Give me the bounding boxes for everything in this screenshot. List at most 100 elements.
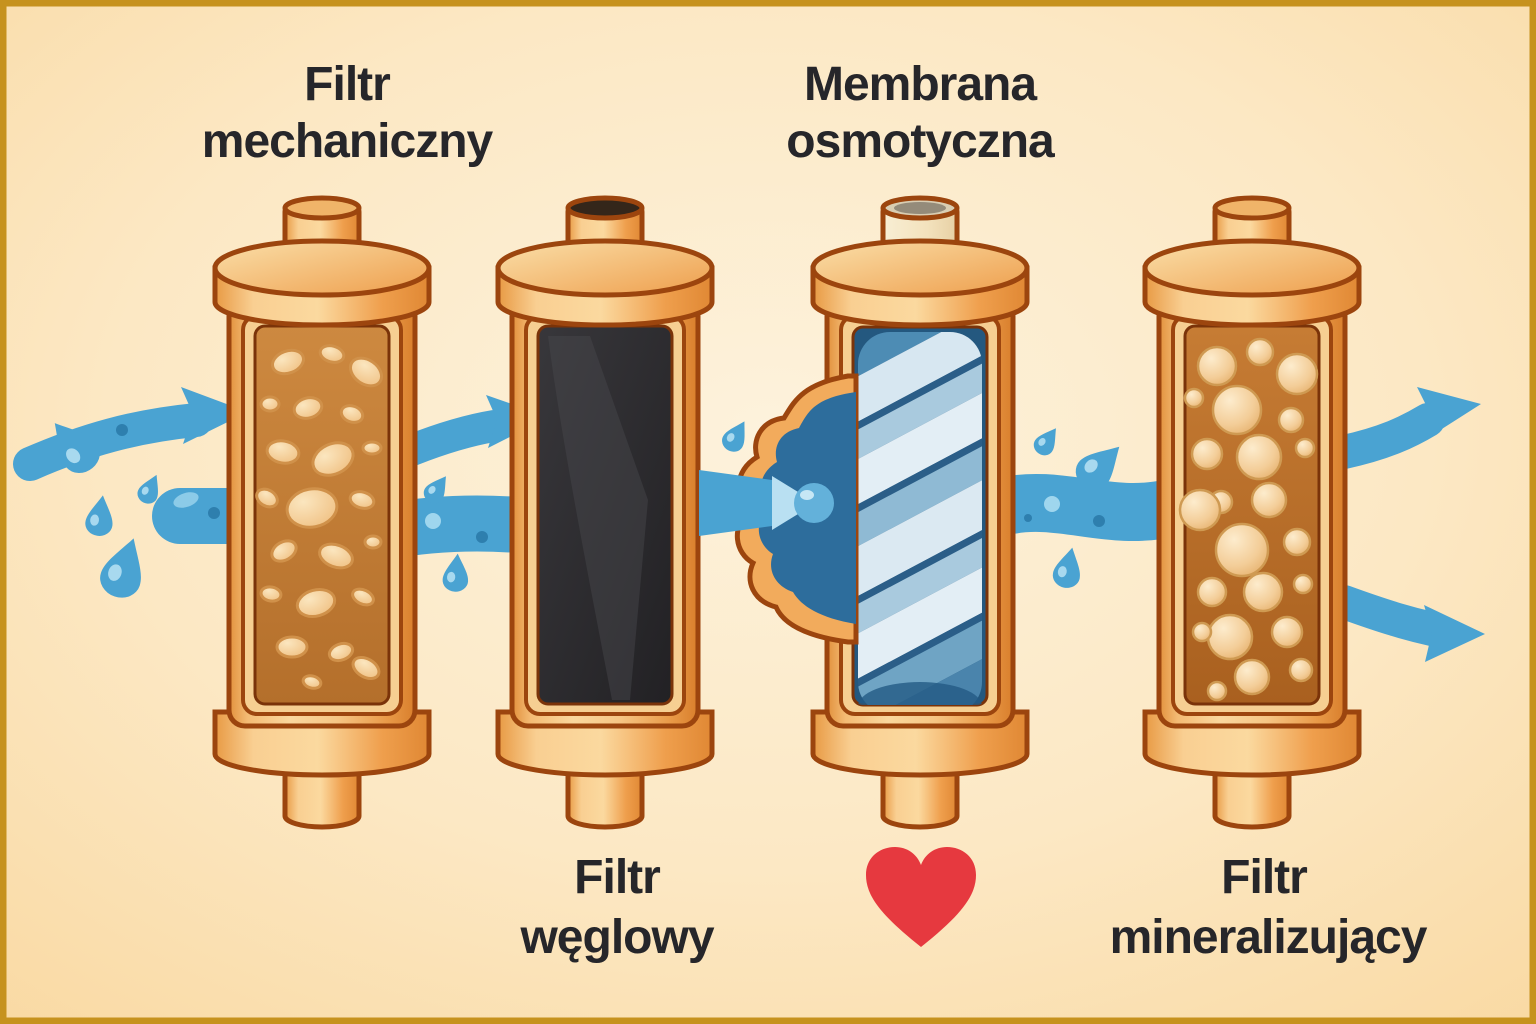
membrane-stripe (858, 403, 982, 600)
pebble (361, 440, 383, 456)
outlet-arrow-top-tail (1327, 403, 1445, 469)
label-mineralizing-filter: Filtr mineralizujący (1110, 851, 1429, 964)
mineral-ball (1270, 615, 1304, 649)
mineral-balls (1178, 337, 1319, 702)
membrane-stripe (858, 397, 982, 573)
flow-band-2-3 (699, 470, 772, 536)
mineral-ball (1277, 406, 1305, 434)
pebble (351, 656, 381, 680)
flow-band-3-4 (999, 473, 1177, 542)
label-line: Filtr (574, 851, 660, 904)
band-bubble (476, 531, 488, 543)
pebble (348, 490, 376, 510)
filter-cartridge-mineralizing (1142, 195, 1362, 830)
membrane-stripes (858, 332, 982, 705)
membrane-bottom-shadow (858, 682, 982, 705)
mineral-ball (1211, 384, 1263, 436)
pebble (265, 439, 301, 465)
mineral-ball (1250, 481, 1288, 519)
mineral-ball (1294, 437, 1316, 459)
band-gleam (173, 492, 199, 508)
pebble (259, 585, 283, 603)
mineral-ball (1292, 573, 1314, 595)
mineral-ball (1190, 437, 1224, 471)
filter-cartridge-mechanical (212, 195, 432, 830)
filter-cartridge-osmotic-membrane (699, 195, 1030, 830)
band-bubble (1024, 514, 1032, 522)
label-line: Membrana (804, 58, 1037, 111)
band-bubble (208, 507, 220, 519)
pebble (259, 395, 281, 413)
membrane-stripe (858, 362, 982, 567)
label-line: mineralizujący (1110, 911, 1428, 964)
pebble (270, 539, 298, 563)
mineral-ball (1245, 337, 1275, 367)
mineral-ball (1275, 352, 1319, 396)
membrane-stripe (858, 430, 982, 639)
outlet-arrow-top-head-icon (1417, 387, 1481, 441)
mineral-ball (1233, 658, 1271, 696)
filter-cartridge-carbon (495, 195, 715, 830)
inlet-arrow-head-icon (181, 387, 248, 444)
pebble (275, 635, 309, 659)
top-nub-opening (894, 202, 946, 214)
top-nub-face (1212, 195, 1292, 221)
top-cap-face (212, 238, 432, 298)
mineral-ball (1235, 433, 1283, 481)
mineral-ball (1196, 345, 1238, 387)
label-carbon-filter: Filtr węglowy (519, 851, 715, 964)
outlet-arrow-bottom-tail (1327, 585, 1449, 646)
pebble (339, 404, 365, 424)
membrane-stripe (858, 498, 982, 703)
mineral-ball (1206, 680, 1228, 702)
pebble (318, 542, 354, 570)
heart-icon (866, 847, 976, 947)
flow-arrow-1-2-tail (396, 410, 510, 466)
membrane-stripe (858, 475, 982, 668)
inlet-arrow-tail (13, 403, 213, 481)
membrane-stripe (858, 332, 982, 503)
top-cap-face (810, 238, 1030, 298)
label-line: osmotyczna (786, 115, 1055, 168)
label-line: Filtr (1221, 851, 1307, 904)
inlet-droplet (794, 483, 834, 523)
top-cap-face (1142, 238, 1362, 298)
label-osmotic-membrane: Membrana osmotyczna (786, 58, 1056, 168)
inlet-droplet-gleam (800, 490, 814, 500)
membrane-stripe (858, 333, 982, 509)
membrane-stripe (858, 469, 982, 645)
mineral-ball (1178, 488, 1222, 532)
mineral-ball (1196, 576, 1228, 608)
band-bubble (425, 513, 441, 529)
mineral-ball (1282, 527, 1312, 557)
label-mechanical-filter: Filtr mechaniczny (202, 58, 495, 168)
band-bubble (1093, 515, 1105, 527)
top-nub-face (282, 195, 362, 221)
mineral-ball (1242, 571, 1284, 613)
pebble (271, 348, 305, 376)
band-bubble (1044, 496, 1060, 512)
pebble (255, 487, 279, 509)
mineral-ball (1183, 387, 1205, 409)
membrane-stripe (858, 339, 982, 532)
carbon-sheen (548, 336, 648, 700)
membrane-stripe (858, 533, 982, 705)
mineral-ball (1288, 657, 1314, 683)
pebble (348, 356, 384, 388)
mineral-ball (1214, 522, 1270, 578)
pebble (292, 396, 324, 420)
pebble (363, 534, 383, 550)
label-line: Filtr (304, 58, 390, 111)
pebble (318, 344, 346, 364)
label-line: mechaniczny (202, 115, 494, 168)
pebble (311, 441, 355, 477)
sediment-granules (255, 344, 384, 690)
pebble (301, 674, 323, 690)
outlet-arrow-bottom-head-icon (1424, 605, 1485, 662)
pebble (327, 641, 355, 663)
top-nub-face (565, 195, 645, 221)
label-line: węglowy (519, 911, 714, 964)
